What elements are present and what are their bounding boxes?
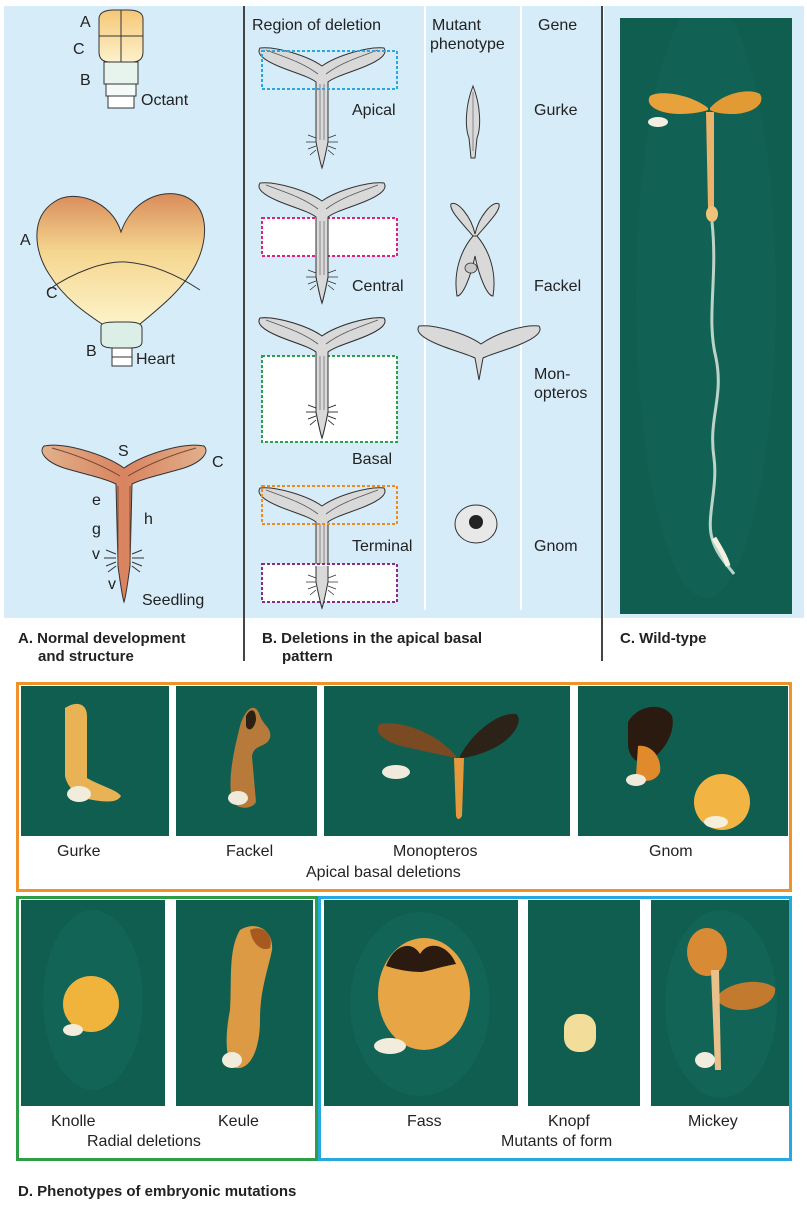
keule-photo: [176, 900, 313, 1106]
gene-fackel-label: Fackel: [534, 278, 581, 296]
caption-gnom: Gnom: [649, 843, 693, 861]
heart-label-c: C: [46, 285, 58, 303]
gnom-phenotype: [455, 505, 497, 543]
seedling-label-c: C: [212, 454, 224, 472]
caption-keule: Keule: [218, 1113, 259, 1131]
caption-a-line1: A. Normal development: [18, 630, 186, 648]
octant-label-b: B: [80, 72, 91, 90]
heart-label: Heart: [136, 351, 175, 369]
region-terminal-label: Terminal: [352, 538, 412, 556]
heart-drawing: [37, 194, 205, 366]
radial-group-title: Radial deletions: [87, 1133, 201, 1151]
heart-label-b: B: [86, 343, 97, 361]
seedling-label-e: e: [92, 492, 101, 510]
knolle-photo: [21, 900, 165, 1106]
caption-monopteros: Monopteros: [393, 843, 478, 861]
header-region-of-deletion: Region of deletion: [252, 17, 381, 35]
fackel-photo: [176, 686, 317, 836]
caption-a-line2: and structure: [18, 648, 186, 666]
caption-b: B. Deletions in the apical basal pattern: [262, 630, 482, 666]
caption-c-line1: C. Wild-type: [620, 630, 707, 648]
octant-label: Octant: [141, 92, 188, 110]
header-mutant: Mutant: [432, 17, 481, 35]
caption-b-line2: pattern: [262, 648, 482, 666]
region-apical-label: Apical: [352, 102, 396, 120]
header-gene: Gene: [538, 17, 577, 35]
seedling-label-v1: v: [92, 546, 100, 564]
gnom-photo: [578, 686, 788, 836]
panel-a-drawings: [4, 6, 243, 618]
gurke-photo: [21, 686, 169, 836]
header-phenotype: phenotype: [430, 36, 505, 54]
caption-fackel: Fackel: [226, 843, 273, 861]
region-central-label: Central: [352, 278, 404, 296]
seedling-label-g: g: [92, 521, 101, 539]
fackel-phenotype: [451, 203, 499, 296]
caption-c: C. Wild-type: [620, 630, 707, 648]
gene-gurke-label: Gurke: [534, 102, 578, 120]
wild-type-photo: [620, 18, 792, 614]
caption-gurke: Gurke: [57, 843, 101, 861]
knopf-photo: [528, 900, 640, 1106]
wild-type-seedling-image: [620, 18, 792, 614]
seedling-label: Seedling: [142, 592, 204, 610]
gene-gnom-label: Gnom: [534, 538, 578, 556]
heart-label-a: A: [20, 232, 31, 250]
caption-d: D. Phenotypes of embryonic mutations: [18, 1183, 296, 1201]
caption-mickey: Mickey: [688, 1113, 738, 1131]
monopteros-phenotype: [418, 326, 540, 380]
panel-b-drawings: [245, 6, 602, 610]
gene-monopteros-label-1: Mon-: [534, 366, 570, 384]
seedling-label-h: h: [144, 511, 153, 529]
seedling-drawing: [42, 445, 206, 602]
form-group-title: Mutants of form: [501, 1133, 612, 1151]
caption-a: A. Normal development and structure: [18, 630, 186, 666]
gurke-phenotype: [466, 86, 479, 158]
octant-label-a: A: [80, 14, 91, 32]
caption-knolle: Knolle: [51, 1113, 95, 1131]
apical-basal-group-title: Apical basal deletions: [306, 864, 461, 882]
caption-fass: Fass: [407, 1113, 442, 1131]
region-basal-label: Basal: [352, 451, 392, 469]
mickey-photo: [651, 900, 789, 1106]
seedling-label-v2: v: [108, 576, 116, 594]
fass-photo: [324, 900, 518, 1106]
gene-monopteros-label-2: opteros: [534, 385, 587, 403]
octant-label-c: C: [73, 41, 85, 59]
monopteros-photo: [324, 686, 570, 836]
seedling-label-s: S: [118, 443, 129, 461]
caption-knopf: Knopf: [548, 1113, 590, 1131]
caption-b-line1: B. Deletions in the apical basal: [262, 630, 482, 648]
octant-drawing: [99, 10, 143, 108]
